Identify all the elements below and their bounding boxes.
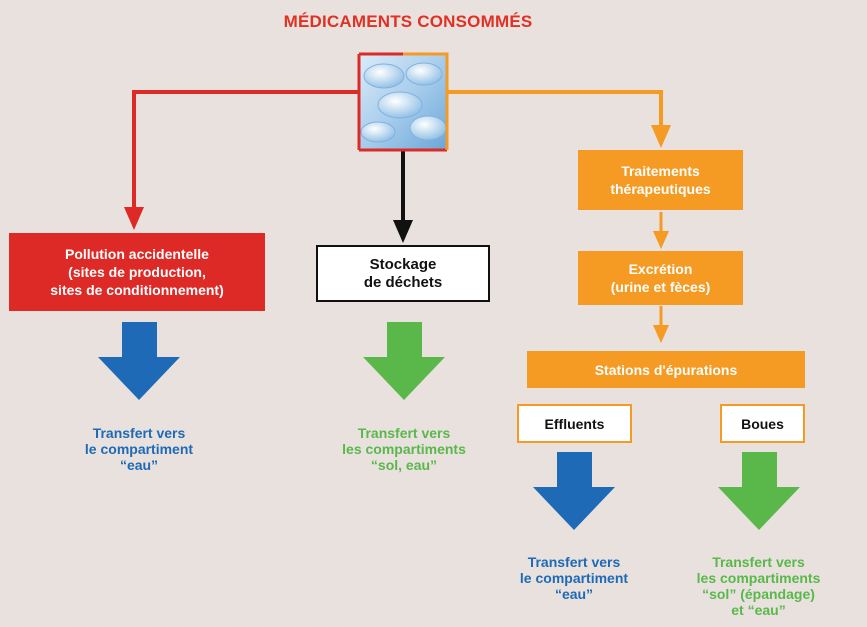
box-effluents: Effluents [517, 404, 632, 443]
pill-shape [409, 115, 447, 141]
pill-shape [377, 91, 423, 119]
pills-image [357, 52, 449, 152]
box-traitements: Traitements thérapeutiques [578, 150, 743, 210]
box-boues: Boues [720, 404, 805, 443]
box-stations: Stations d'épurations [527, 351, 805, 388]
black-arrowhead [393, 220, 413, 243]
label-transfert-sol-eau: Transfert vers les compartiments “sol, e… [342, 425, 466, 473]
orange-arrowhead-2 [653, 231, 669, 249]
label-transfert-sol-boues: Transfert vers les compartiments “sol” (… [696, 554, 821, 618]
orange-arrowhead-3 [653, 325, 669, 343]
pill-shape [363, 63, 405, 89]
orange-arrowhead-1 [651, 125, 671, 148]
big-arrow-green [363, 322, 445, 400]
box-excretion: Excrétion (urine et fèces) [578, 251, 743, 305]
orange-connector [447, 90, 663, 128]
big-arrow-blue-effluents [533, 452, 615, 530]
label-transfert-eau-effluents: Transfert vers le compartiment “eau” [519, 554, 629, 602]
diagram-title: MÉDICAMENTS CONSOMMÉS [283, 12, 533, 31]
label-transfert-eau: Transfert vers le compartiment “eau” [84, 425, 194, 473]
box-stockage: Stockage de déchets [316, 245, 490, 302]
pill-shape [360, 121, 396, 143]
big-arrow-blue [98, 322, 180, 400]
pill-shape [405, 62, 443, 86]
red-connector [132, 90, 359, 218]
big-arrow-green-boues [718, 452, 800, 530]
red-arrowhead [124, 207, 144, 230]
box-pollution: Pollution accidentelle (sites de product… [9, 233, 265, 311]
